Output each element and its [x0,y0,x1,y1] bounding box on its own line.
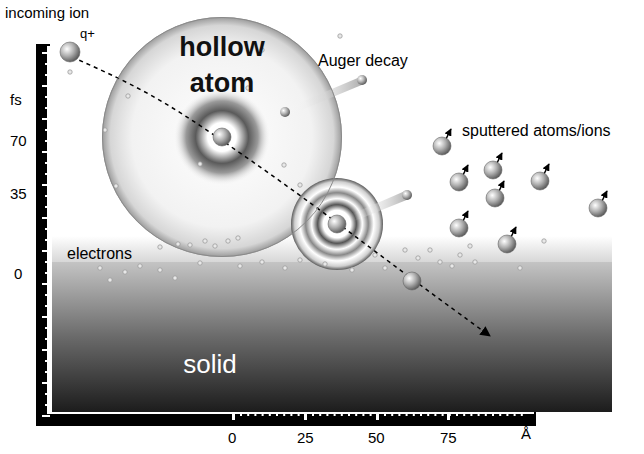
ion-label: incoming ion [5,5,89,22]
label-holder: 50 [368,430,385,447]
solid-region [52,262,612,412]
ruler-ticks [42,46,534,420]
process-label: Auger decay [318,52,408,70]
label-holder: 75 [440,430,457,447]
axis-tick: 25 [297,430,314,447]
label-holder: 0 [14,266,22,283]
label-holder: sputtered atoms/ions [462,122,611,140]
label-holder: 25 [297,430,314,447]
axis-unit: Å [521,426,531,443]
label-holder: Å [521,426,531,443]
axis-tick: 0 [228,430,236,447]
label-holder: 0 [228,430,236,447]
region-label: solid [170,349,250,379]
electrons-label: electrons [67,245,132,263]
shape-title: hollow atom [167,29,277,101]
label-holder: electrons [67,245,132,263]
process-label: sputtered atoms/ions [462,122,611,140]
label-holder: 70 [10,133,27,150]
axis-tick: 35 [10,186,27,203]
axis-tick: 0 [14,266,22,283]
solid-band: solid [52,262,612,412]
axes [36,44,536,426]
axis-tick: 50 [368,430,385,447]
inner-shell [174,89,270,185]
label-holder: Auger decay [318,52,408,70]
ions [60,42,607,290]
trajectory [72,57,490,336]
axis-tick: 75 [440,430,457,447]
charge-label: q+ [80,27,95,41]
hollow-atom-circle: hollow atom [102,17,342,257]
axis-unit: fs [10,92,22,109]
auger-electrons [280,75,412,222]
label-holder: q+ [80,27,95,41]
axis-tick: 70 [10,133,27,150]
label-holder: 35 [10,186,27,203]
label-holder: fs [10,92,22,109]
electron-dots [68,34,546,282]
label-holder: incoming ion [5,5,89,22]
small-atom [291,178,383,270]
